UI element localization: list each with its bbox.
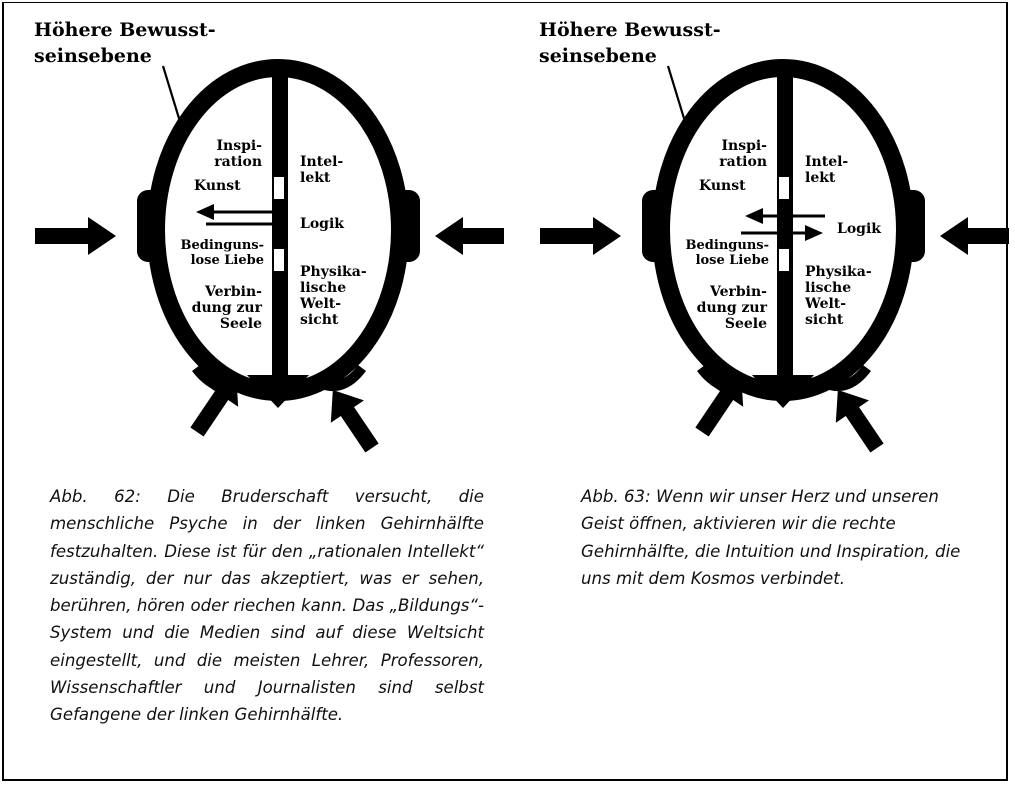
fig63-leftward-arrow [745,208,825,224]
fig62-label-inspiration-2: ration [214,154,262,170]
fig63-title-line2: seinsebene [539,45,657,67]
fig62-arrow-from-bottom-left [190,373,239,437]
fig63-label-kunst: Kunst [699,178,746,194]
fig63-arrow-from-bottom-right [835,389,884,453]
fig62-nose [247,375,309,408]
fig62-divider-gap-upper [274,177,284,199]
fig62-title-line2: seinsebene [34,45,152,67]
fig63-label-intellekt-1: Intel- [805,154,848,170]
fig63-label-inspiration-2: ration [719,154,767,170]
fig62-label-inspiration-1: Inspi- [216,138,262,154]
fig63-label-inspiration-1: Inspi- [721,138,767,154]
figure-62-caption: Abb. 62: Die Bruderschaft versucht, die … [50,487,484,725]
fig62-arrow-from-right [435,217,504,255]
fig62-leftward-arrows [196,204,288,226]
fig62-title-line1: Höhere Bewusst- [34,19,216,41]
fig63-label-seele-3: Seele [725,316,767,332]
fig62-label-weltsicht-4: sicht [300,312,339,328]
figure-63-caption: Abb. 63: Wenn wir unser Herz und unseren… [581,487,961,588]
fig63-divider-gap-upper [779,177,789,199]
fig62-label-liebe-2: lose Liebe [191,253,264,268]
figure-63-head-diagram: Höhere Bewusst- seinsebene Inspi- ration… [539,19,1009,453]
fig62-label-seele-3: Seele [220,316,262,332]
fig63-arrow-from-left [540,217,621,255]
fig62-arrow-from-left [35,217,116,255]
fig63-label-weltsicht-3: Welt- [804,296,846,312]
fig62-label-seele-2: dung zur [192,300,263,316]
fig63-label-weltsicht-1: Physika- [805,264,872,280]
fig63-title-line1: Höhere Bewusst- [539,19,721,41]
fig63-arrow-from-bottom-left [695,373,744,437]
fig63-rightward-arrow [741,225,823,241]
fig63-label-intellekt-2: lekt [805,170,836,186]
fig62-hemisphere-divider [272,72,288,390]
fig63-divider-gap-lower [779,249,789,271]
fig62-label-weltsicht-1: Physika- [300,264,367,280]
fig63-label-logik: Logik [837,221,881,237]
figure-62-head-diagram: Höhere Bewusst- seinsebene Inspi- ration… [34,19,504,453]
fig63-nose [752,375,814,408]
fig63-label-weltsicht-2: lische [805,280,851,296]
fig62-label-weltsicht-3: Welt- [299,296,341,312]
fig62-label-liebe-1: Bedinguns- [181,238,264,253]
fig63-arrow-from-right [940,217,1009,255]
fig62-label-intellekt-1: Intel- [300,154,343,170]
fig63-label-liebe-2: lose Liebe [696,253,769,268]
fig62-label-kunst: Kunst [194,178,241,194]
fig63-label-liebe-1: Bedinguns- [686,238,769,253]
fig62-label-logik: Logik [300,216,344,232]
fig63-label-weltsicht-4: sicht [805,312,844,328]
fig62-arrow-from-bottom-right [330,389,379,453]
fig63-label-seele-1: Verbin- [709,284,767,300]
fig62-label-weltsicht-2: lische [300,280,346,296]
fig62-label-seele-1: Verbin- [204,284,262,300]
fig62-divider-gap-lower [274,249,284,271]
fig63-hemisphere-divider [777,72,793,390]
fig62-label-intellekt-2: lekt [300,170,331,186]
fig63-label-seele-2: dung zur [697,300,768,316]
